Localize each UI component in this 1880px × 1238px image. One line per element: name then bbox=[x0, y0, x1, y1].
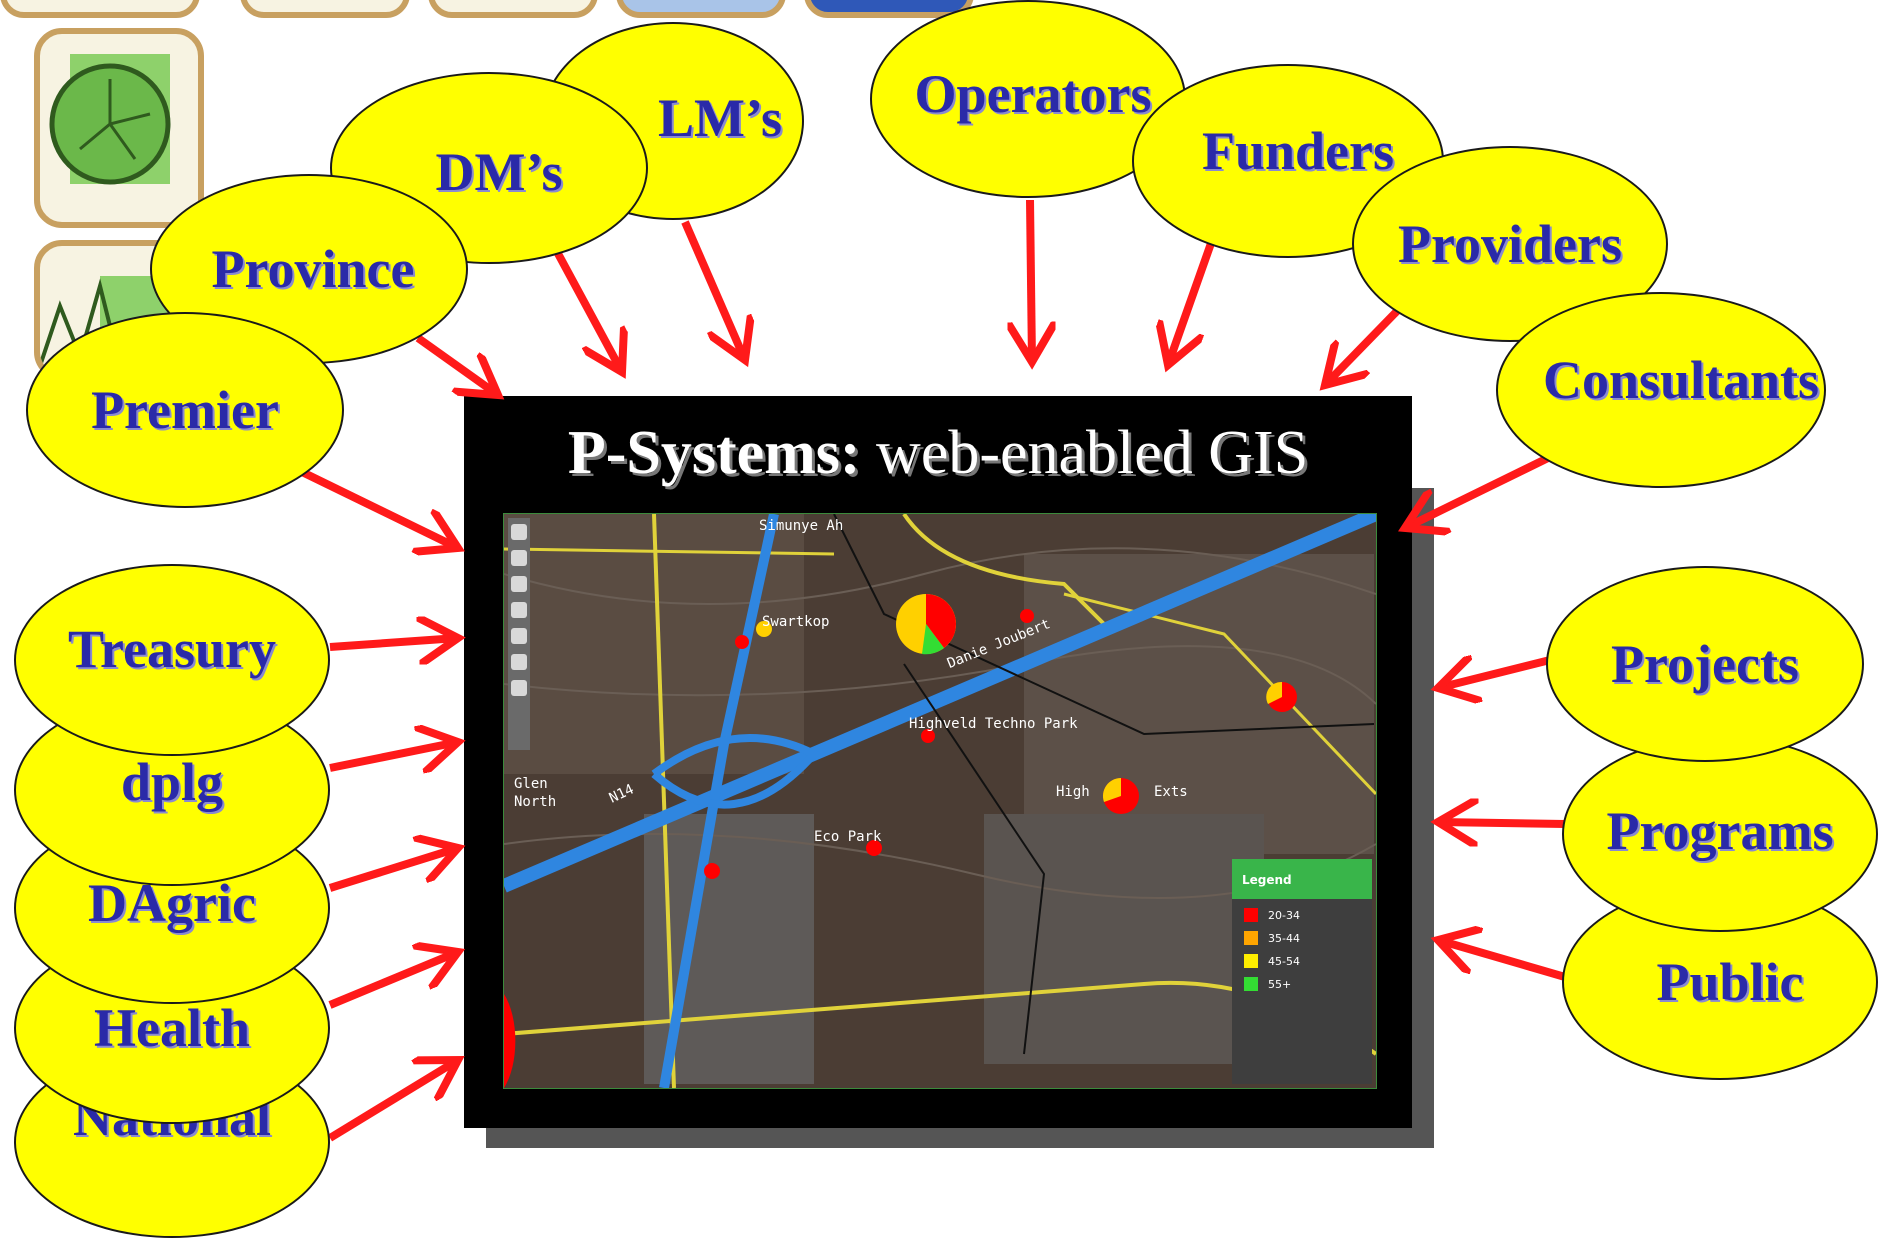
top-thumbnail-4 bbox=[616, 0, 786, 18]
arrow-national bbox=[327, 1060, 458, 1142]
node-province: Province bbox=[150, 174, 468, 364]
map-label-2: Swartkop bbox=[762, 614, 830, 630]
panel-title-bold: P-Systems: bbox=[567, 419, 861, 487]
grid-icon[interactable] bbox=[511, 680, 527, 696]
panel-title-rest: web-enabled GIS bbox=[860, 419, 1309, 487]
node-province-label: Province bbox=[211, 239, 415, 299]
zoom-in-icon[interactable] bbox=[511, 524, 527, 540]
legend-item: 55+ bbox=[1244, 977, 1372, 991]
top-thumbnail-3 bbox=[428, 0, 598, 18]
legend-swatch bbox=[1244, 908, 1258, 922]
info-icon[interactable] bbox=[511, 602, 527, 618]
map-icon[interactable] bbox=[511, 654, 527, 670]
arrow-projects bbox=[1438, 660, 1551, 688]
tree-ring-icon bbox=[49, 54, 171, 185]
node-programs-label: Programs bbox=[1606, 801, 1834, 861]
node-operators-label: Operators bbox=[914, 64, 1152, 124]
node-consultants: Consultants bbox=[1496, 292, 1826, 488]
node-health-label: Health bbox=[94, 998, 250, 1058]
node-premier-label: Premier bbox=[91, 380, 279, 440]
legend-label: 35-44 bbox=[1268, 931, 1300, 945]
legend-item: 35-44 bbox=[1244, 931, 1372, 945]
node-treasury: Treasury bbox=[14, 564, 330, 756]
legend-label: 45-54 bbox=[1268, 954, 1300, 968]
legend-item: 20-34 bbox=[1244, 908, 1372, 922]
arrow-lms bbox=[681, 220, 745, 360]
pan-icon[interactable] bbox=[511, 576, 527, 592]
arrow-dms bbox=[551, 246, 622, 372]
map-label-4: Highveld Techno Park bbox=[909, 716, 1078, 732]
map-label-7: Exts bbox=[1154, 784, 1188, 800]
legend-label: 55+ bbox=[1268, 977, 1292, 991]
node-consultants-label: Consultants bbox=[1542, 350, 1820, 410]
arrow-dagric bbox=[328, 848, 458, 892]
map-label-9: Glen bbox=[514, 776, 548, 792]
node-dplg-label: dplg bbox=[120, 752, 224, 812]
arrow-province bbox=[415, 334, 498, 395]
arrow-health bbox=[328, 952, 458, 1009]
node-lms-label: LM’s bbox=[658, 88, 782, 148]
layers-icon[interactable] bbox=[511, 628, 527, 644]
map-label-6: High bbox=[1056, 784, 1090, 800]
node-projects-label: Projects bbox=[1611, 634, 1799, 694]
legend-swatch bbox=[1244, 954, 1258, 968]
map-legend: Legend 20-34 35-44 45-54 55+ bbox=[1232, 859, 1372, 1084]
node-treasury-label: Treasury bbox=[68, 619, 276, 679]
node-projects: Projects bbox=[1546, 566, 1864, 762]
arrow-providers bbox=[1325, 305, 1403, 385]
arrow-programs bbox=[1438, 822, 1566, 824]
map-imagery bbox=[504, 514, 1376, 1088]
top-thumbnail-1 bbox=[0, 0, 200, 18]
map-toolbar bbox=[508, 518, 530, 750]
node-public-label: Public bbox=[1656, 952, 1804, 1012]
arrow-funders bbox=[1168, 230, 1219, 365]
node-operators: Operators bbox=[870, 0, 1186, 198]
node-dms-label: DM’s bbox=[435, 142, 563, 202]
panel-title: P-Systems: web-enabled GIS bbox=[464, 418, 1412, 489]
gis-panel: P-Systems: web-enabled GIS bbox=[464, 396, 1412, 1128]
zoom-out-icon[interactable] bbox=[511, 550, 527, 566]
map-label-1: Simunye Ah bbox=[759, 518, 844, 534]
node-programs: Programs bbox=[1562, 736, 1878, 932]
arrow-dplg bbox=[329, 742, 458, 768]
node-premier: Premier bbox=[26, 312, 344, 508]
legend-swatch bbox=[1244, 931, 1258, 945]
node-providers-label: Providers bbox=[1398, 214, 1622, 274]
node-funders-label: Funders bbox=[1201, 121, 1395, 181]
legend-title: Legend bbox=[1232, 859, 1372, 899]
arrow-treasury bbox=[329, 638, 458, 647]
tree-ring-thumbnail bbox=[34, 28, 204, 228]
legend-swatch bbox=[1244, 977, 1258, 991]
legend-item: 45-54 bbox=[1244, 954, 1372, 968]
arrow-public bbox=[1438, 940, 1567, 981]
map-label-10: North bbox=[514, 794, 557, 810]
top-thumbnail-2 bbox=[240, 0, 410, 18]
aerial-map[interactable]: Simunye Ah Swartkop Danie Joubert Highve… bbox=[503, 513, 1377, 1089]
arrow-operators bbox=[1030, 199, 1032, 362]
map-label-5: Eco Park bbox=[814, 829, 882, 845]
arrow-premier bbox=[296, 466, 458, 548]
legend-label: 20-34 bbox=[1268, 908, 1300, 922]
